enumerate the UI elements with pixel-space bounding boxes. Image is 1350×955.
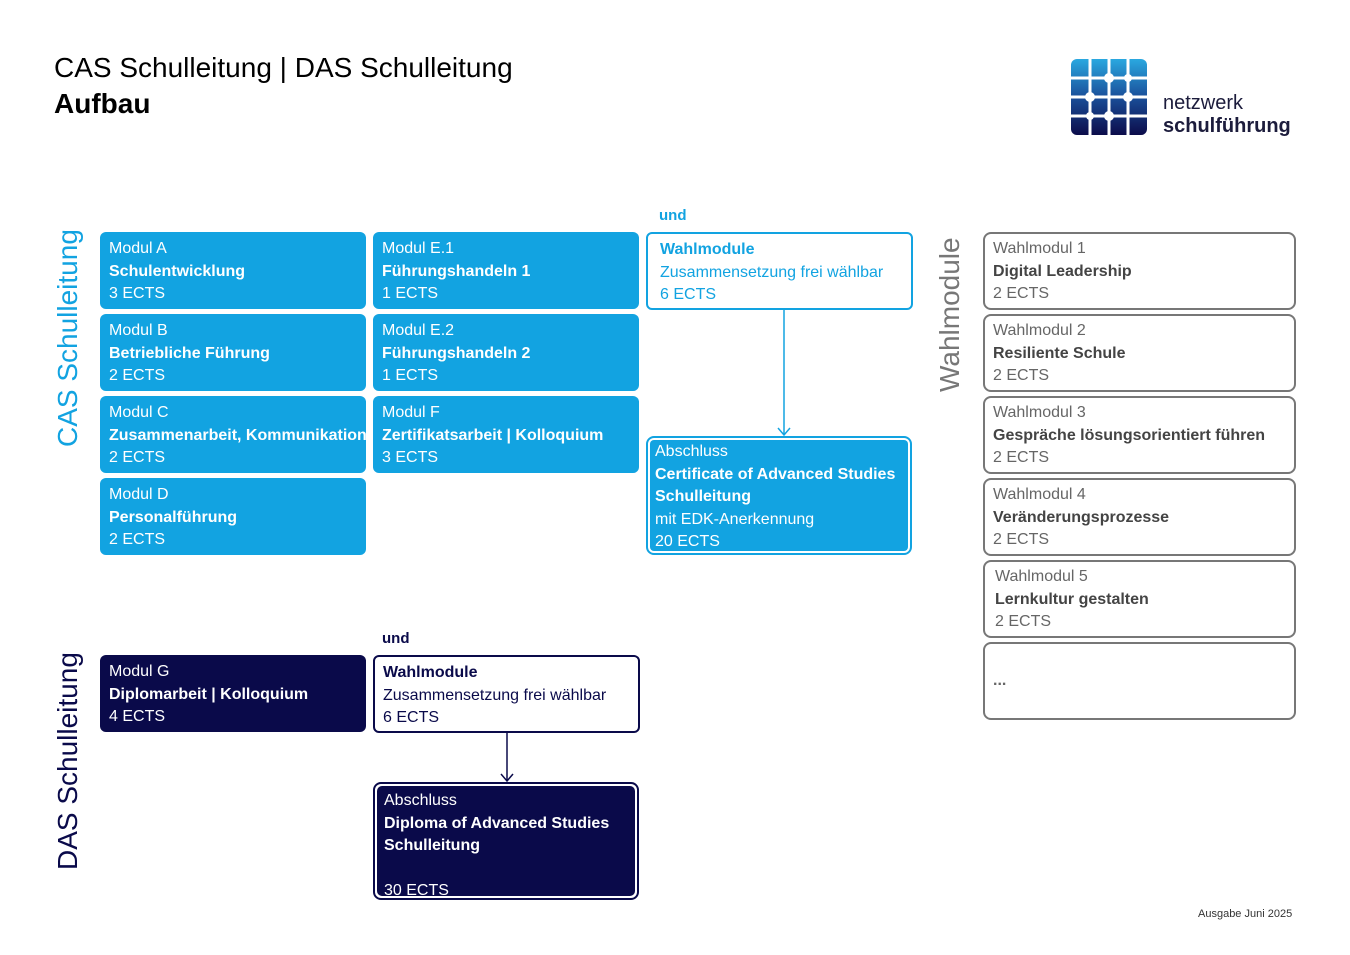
page-title: CAS Schulleitung | DAS Schulleitung	[54, 52, 513, 83]
module-title: Zusammenarbeit, Kommunikation	[109, 426, 366, 444]
wahlmodul-5-card: Wahlmodul 5 Lernkultur gestalten 2 ECTS	[983, 560, 1296, 638]
module-g-card: Modul G Diplomarbeit | Kolloquium 4 ECTS	[100, 655, 366, 732]
abschluss-title-line2: Schulleitung	[655, 488, 751, 505]
wahlmodul-4-card: Wahlmodul 4 Veränderungsprozesse 2 ECTS	[983, 478, 1296, 556]
wahl-title: Wahlmodule	[383, 664, 478, 681]
cas-und-label: und	[659, 207, 687, 224]
module-a-card: Modul A Schulentwicklung 3 ECTS	[100, 232, 366, 309]
module-name: Modul F	[382, 404, 440, 421]
cas-arrow	[777, 310, 791, 437]
wahlmodul-name: Wahlmodul 4	[993, 486, 1086, 503]
module-title: Schulentwicklung	[109, 262, 246, 280]
abschluss-label: Abschluss	[384, 792, 457, 809]
wahlmodul-title: Resiliente Schule	[993, 344, 1126, 362]
wahlmodul-3-card: Wahlmodul 3 Gespräche lösungsorientiert …	[983, 396, 1296, 474]
module-title: Diplomarbeit | Kolloquium	[109, 685, 309, 703]
wahlmodul-title: Lernkultur gestalten	[995, 590, 1149, 608]
cas-abschluss-card: Abschluss Certificate of Advanced Studie…	[650, 440, 908, 551]
module-title: Führungshandeln 2	[382, 344, 531, 362]
wahlmodul-name: Wahlmodul 2	[993, 322, 1086, 339]
module-ects: 3 ECTS	[382, 449, 439, 466]
module-d-card: Modul D Personalführung 2 ECTS	[100, 478, 366, 555]
module-title: Betriebliche Führung	[109, 344, 270, 362]
module-ects: 3 ECTS	[109, 285, 166, 302]
module-name: Modul E.2	[382, 322, 455, 339]
wahlmodul-title: Digital Leadership	[993, 262, 1132, 280]
abschluss-title-line1: Certificate of Advanced Studies	[655, 465, 896, 483]
cas-wahlmodule-card: Wahlmodule Zusammensetzung frei wählbar …	[646, 232, 913, 310]
das-und-label: und	[382, 630, 410, 647]
wahlmodul-ects: 2 ECTS	[995, 613, 1052, 630]
abschluss-ects: 30 ECTS	[384, 882, 449, 899]
module-e2-card: Modul E.2 Führungshandeln 2 1 ECTS	[373, 314, 639, 391]
wahlmodul-ects: 2 ECTS	[993, 367, 1050, 384]
das-abschluss-card: Abschluss Diploma of Advanced Studies Sc…	[377, 786, 635, 898]
wahlmodul-more-card: ...	[983, 642, 1296, 720]
module-name: Modul B	[109, 322, 168, 339]
page-subtitle: Aufbau	[54, 88, 151, 119]
module-ects: 1 ECTS	[382, 285, 439, 302]
module-ects: 2 ECTS	[109, 367, 166, 384]
wahl-desc: Zusammensetzung frei wählbar	[660, 263, 884, 281]
logo-line-2: schulführung	[1163, 115, 1291, 137]
wahl-title: Wahlmodule	[660, 241, 755, 258]
wahlmodul-2-card: Wahlmodul 2 Resiliente Schule 2 ECTS	[983, 314, 1296, 392]
wahlmodul-ects: 2 ECTS	[993, 285, 1050, 302]
logo-line-1: netzwerk	[1163, 92, 1244, 114]
module-name: Modul G	[109, 663, 170, 680]
module-title: Führungshandeln 1	[382, 262, 531, 280]
grid-network-icon	[1070, 58, 1148, 136]
wahlmodul-title: Veränderungsprozesse	[993, 508, 1170, 526]
cas-abschluss-frame	[646, 436, 912, 555]
wahlmodul-name: Wahlmodul 5	[995, 568, 1088, 585]
wahlmodul-1-card: Wahlmodul 1 Digital Leadership 2 ECTS	[983, 232, 1296, 310]
das-arrow	[500, 733, 514, 783]
wahl-ects: 6 ECTS	[383, 709, 440, 726]
das-abschluss-frame: Abschluss Diploma of Advanced Studies Sc…	[373, 782, 639, 900]
abschluss-ects: 20 ECTS	[655, 533, 720, 550]
module-f-card: Modul F Zertifikatsarbeit | Kolloquium 3…	[373, 396, 639, 473]
module-name: Modul A	[109, 240, 167, 257]
wahlmodul-ects: 2 ECTS	[993, 531, 1050, 548]
logo-text: netzwerk schulführung	[1163, 92, 1291, 138]
wahl-ects: 6 ECTS	[660, 286, 717, 303]
module-ects: 4 ECTS	[109, 708, 166, 725]
module-b-card: Modul B Betriebliche Führung 2 ECTS	[100, 314, 366, 391]
module-title: Personalführung	[109, 508, 238, 526]
abschluss-title-line2: Schulleitung	[384, 837, 480, 854]
footer-edition: Ausgabe Juni 2025	[1198, 908, 1293, 920]
module-ects: 2 ECTS	[109, 531, 166, 548]
wahlmodul-title: Gespräche lösungsorientiert führen	[993, 426, 1266, 444]
wahlmodul-name: Wahlmodul 3	[993, 404, 1086, 421]
wahlmodul-name: Wahlmodul 1	[993, 240, 1086, 257]
abschluss-label: Abschluss	[655, 443, 728, 460]
module-e1-card: Modul E.1 Führungshandeln 1 1 ECTS	[373, 232, 639, 309]
module-ects: 2 ECTS	[109, 449, 166, 466]
wahlmodul-ellipsis: ...	[993, 672, 1007, 689]
abschluss-title-line1: Diploma of Advanced Studies	[384, 814, 610, 832]
das-wahlmodule-card: Wahlmodule Zusammensetzung frei wählbar …	[373, 655, 640, 733]
wahlmodul-ects: 2 ECTS	[993, 449, 1050, 466]
module-name: Modul D	[109, 486, 169, 503]
module-c-card: Modul C Zusammenarbeit, Kommunikation 2 …	[100, 396, 366, 473]
wahl-desc: Zusammensetzung frei wählbar	[383, 686, 607, 704]
module-ects: 1 ECTS	[382, 367, 439, 384]
module-name: Modul C	[109, 404, 169, 421]
abschluss-note: mit EDK-Anerkennung	[655, 510, 815, 528]
module-title: Zertifikatsarbeit | Kolloquium	[382, 426, 604, 444]
module-name: Modul E.1	[382, 240, 455, 257]
